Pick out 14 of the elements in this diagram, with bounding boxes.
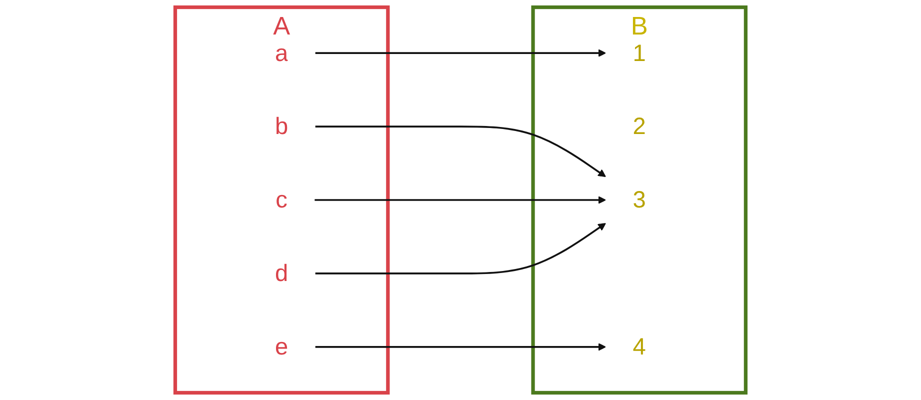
arrow (314, 196, 606, 204)
node-text: c (276, 186, 288, 214)
node-text: 3 (632, 186, 646, 214)
node-text: 4 (632, 332, 646, 360)
node-text: 1 (632, 39, 646, 66)
arrow (315, 126, 606, 178)
node-text: d (275, 259, 288, 287)
arrow (315, 342, 606, 351)
node-text: e (275, 332, 288, 360)
arrow (315, 49, 606, 58)
arrow (315, 222, 606, 274)
node-text: a (275, 39, 288, 66)
node-text: 2 (632, 112, 646, 140)
node-text: b (275, 112, 288, 140)
